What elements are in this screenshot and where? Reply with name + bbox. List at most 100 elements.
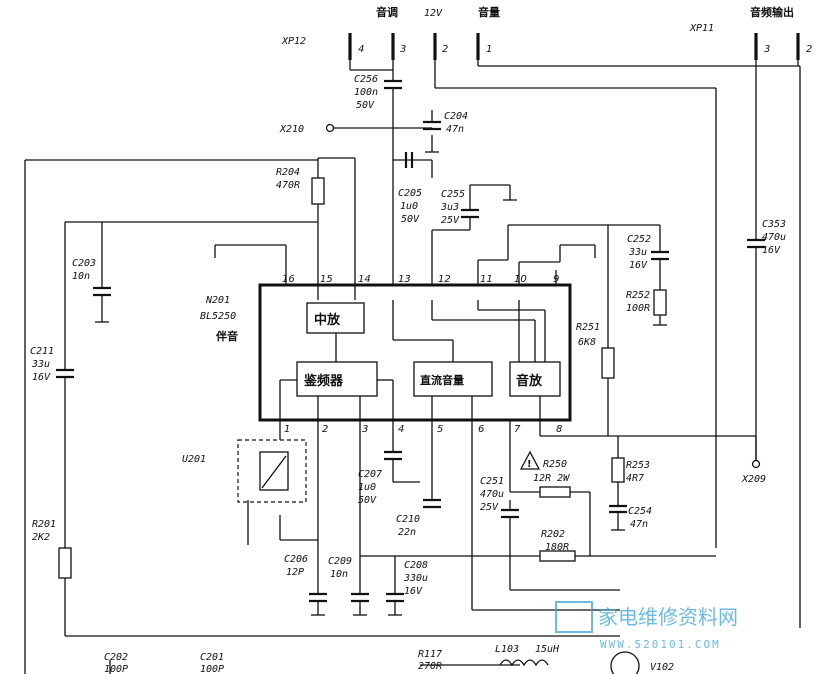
r251-value: 6K8 <box>578 337 596 348</box>
c203-ref: C203 <box>72 258 96 269</box>
ic-pin-11: 11 <box>480 274 493 285</box>
ic-pin-5: 5 <box>437 424 443 435</box>
r201-value: 2K2 <box>32 532 50 543</box>
c202-value: 100P <box>104 664 128 674</box>
xp12-header-volume: 音量 <box>478 5 500 19</box>
c255-ref: C255 <box>441 189 465 200</box>
ic-pin-4: 4 <box>398 424 404 435</box>
c255-symbol <box>461 208 479 219</box>
c201-ref: C201 <box>200 652 224 663</box>
watermark: 家电维修资料网 WWW.520101.COM <box>555 601 738 651</box>
terminal-x209: X209 <box>741 459 766 485</box>
x210-label: X210 <box>279 124 304 135</box>
component-labels: C256 100n 50V C204 47n R204 470R C205 1u… <box>30 74 786 674</box>
r250-ref: R250 <box>543 459 567 470</box>
r202-ref: R202 <box>541 529 565 540</box>
c203-symbol <box>93 286 111 297</box>
r252-ref: R252 <box>626 290 650 301</box>
c210-ref: C210 <box>396 514 420 525</box>
watermark-text: 家电维修资料网 <box>598 605 738 629</box>
block-if-amp-label: 中放 <box>314 312 341 328</box>
c204-value: 47n <box>446 124 464 135</box>
c209-ref: C209 <box>328 556 352 567</box>
c209-symbol <box>351 592 369 603</box>
c256-symbol <box>384 79 402 97</box>
xp12-pin4: 4 <box>358 44 364 55</box>
c251-symbol <box>501 508 519 519</box>
block-audio-amp-label: 音放 <box>516 373 543 389</box>
c204-symbol <box>423 120 441 131</box>
c205-rating: 50V <box>401 214 420 225</box>
capacitor-symbols <box>56 79 765 603</box>
c252-symbol <box>651 250 669 261</box>
c255-rating: 25V <box>441 215 460 226</box>
c254-value: 47n <box>630 519 648 530</box>
warning-icon: ! <box>519 450 541 470</box>
c252-value: 33u <box>628 247 647 258</box>
c204-ref: C204 <box>444 111 468 122</box>
r117-value: 270R <box>418 661 442 672</box>
ic-pin-1: 1 <box>284 424 290 435</box>
c211-value: 33u <box>31 359 50 370</box>
l103-ref: L103 <box>495 644 519 655</box>
r253-ref: R253 <box>626 460 650 471</box>
r250-symbol <box>539 486 571 498</box>
ic-ref: N201 <box>205 295 230 306</box>
c251-ref: C251 <box>480 476 504 487</box>
r204-symbol <box>311 177 325 205</box>
c208-symbol <box>386 592 404 603</box>
c203-value: 10n <box>72 271 90 282</box>
ic-pin-16: 16 <box>282 274 295 285</box>
c251-value: 470u <box>480 489 504 500</box>
c205-value: 1u0 <box>400 201 418 212</box>
xp12-pin2: 2 <box>442 44 448 55</box>
c255-value: 3u3 <box>440 202 459 213</box>
r252-symbol <box>653 289 667 316</box>
xp12-pin1: 1 <box>486 44 492 55</box>
x209-label: X209 <box>741 474 766 485</box>
block-dc-volume-label: 直流音量 <box>420 373 464 387</box>
c353-value: 470u <box>762 232 786 243</box>
ic-pin-10: 10 <box>514 274 527 285</box>
c208-rating: 16V <box>404 586 423 597</box>
ic-pin-2: 2 <box>322 424 328 435</box>
ic-body <box>258 283 572 422</box>
xp12-pin3: 3 <box>400 44 406 55</box>
c252-ref: C252 <box>627 234 651 245</box>
c201-value: 100P <box>200 664 224 674</box>
c206-symbol <box>309 592 327 603</box>
c205-symbol <box>404 152 414 168</box>
ic-n201: N201 BL5250 伴音 中放 鉴频器 直流音量 音放 16 15 <box>200 274 572 435</box>
r204-value: 470R <box>276 180 300 191</box>
r201-symbol <box>58 547 72 579</box>
c211-ref: C211 <box>30 346 54 357</box>
c252-rating: 16V <box>629 260 648 271</box>
r204-ref: R204 <box>276 167 300 178</box>
l103-value: 15uH <box>535 644 560 655</box>
xp11-pin3: 3 <box>764 44 770 55</box>
xp11-pin2: 2 <box>806 44 812 55</box>
block-discriminator <box>296 361 378 397</box>
c207-ref: C207 <box>358 469 382 480</box>
r253-symbol <box>611 457 625 483</box>
ic-pin-3: 3 <box>362 424 368 435</box>
c207-value: 1u0 <box>358 482 376 493</box>
ic-pin-15: 15 <box>320 274 333 285</box>
r253-value: 4R7 <box>626 473 644 484</box>
r201-ref: R201 <box>32 519 56 530</box>
c205-ref: C205 <box>398 188 422 199</box>
c254-ref: C254 <box>628 506 652 517</box>
u201-filter: U201 <box>182 439 307 503</box>
c210-value: 22n <box>398 527 416 538</box>
xp12-label: XP12 <box>281 36 306 47</box>
block-discriminator-label: 鉴频器 <box>303 373 344 389</box>
c256-rating: 50V <box>356 100 375 111</box>
r117-ref: R117 <box>418 649 442 660</box>
c353-ref: C353 <box>762 219 786 230</box>
ic-pin-9: 9 <box>553 274 559 285</box>
ic-pin-13: 13 <box>398 274 411 285</box>
c211-rating: 16V <box>32 372 51 383</box>
r251-symbol <box>601 347 615 379</box>
r252-value: 100R <box>626 303 650 314</box>
